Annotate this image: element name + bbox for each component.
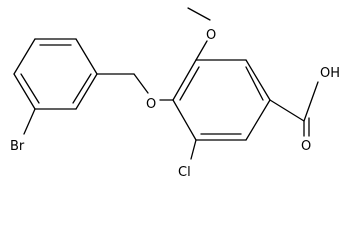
ring-a-bond-2 xyxy=(75,38,98,75)
ring-a-bond-5 xyxy=(13,73,36,110)
methoxy-methyl-bond xyxy=(187,7,211,21)
carboxyl-hydroxyl-bond xyxy=(303,81,319,122)
ring-b-bond-6 xyxy=(172,99,197,141)
ether-oxygen-label: O xyxy=(146,97,156,112)
benzoic-acid-ring xyxy=(172,59,271,141)
carboxyl-oxygen-label: O xyxy=(301,139,311,154)
ring-a-double-bond-left xyxy=(20,73,40,104)
bromophenyl-ring xyxy=(13,38,98,110)
ring-a-bond-3 xyxy=(75,73,98,110)
ring-a-double-bond-right xyxy=(72,73,92,104)
chlorine-bond xyxy=(190,139,197,160)
ring-b-double-bond-left xyxy=(179,66,200,101)
hydroxyl-label: OH xyxy=(320,66,340,81)
chlorine-label: Cl xyxy=(178,165,191,180)
ring-b-bond-1 xyxy=(172,59,197,101)
bromine-label: Br xyxy=(10,139,25,154)
bromine-bond xyxy=(23,108,36,135)
methoxy-bond-lower xyxy=(195,40,208,61)
chemical-structure-diagram: Br O O Cl O OH xyxy=(10,7,340,180)
ether-bond-left xyxy=(133,73,149,94)
ring-b-bond-4 xyxy=(245,99,271,141)
ring-b-bond-3 xyxy=(245,59,271,101)
ring-b-double-bond-right xyxy=(245,66,264,101)
carboxyl-carbon-bond xyxy=(269,99,305,122)
ring-a-bond-6 xyxy=(13,38,36,75)
methoxy-oxygen-label: O xyxy=(206,28,216,43)
